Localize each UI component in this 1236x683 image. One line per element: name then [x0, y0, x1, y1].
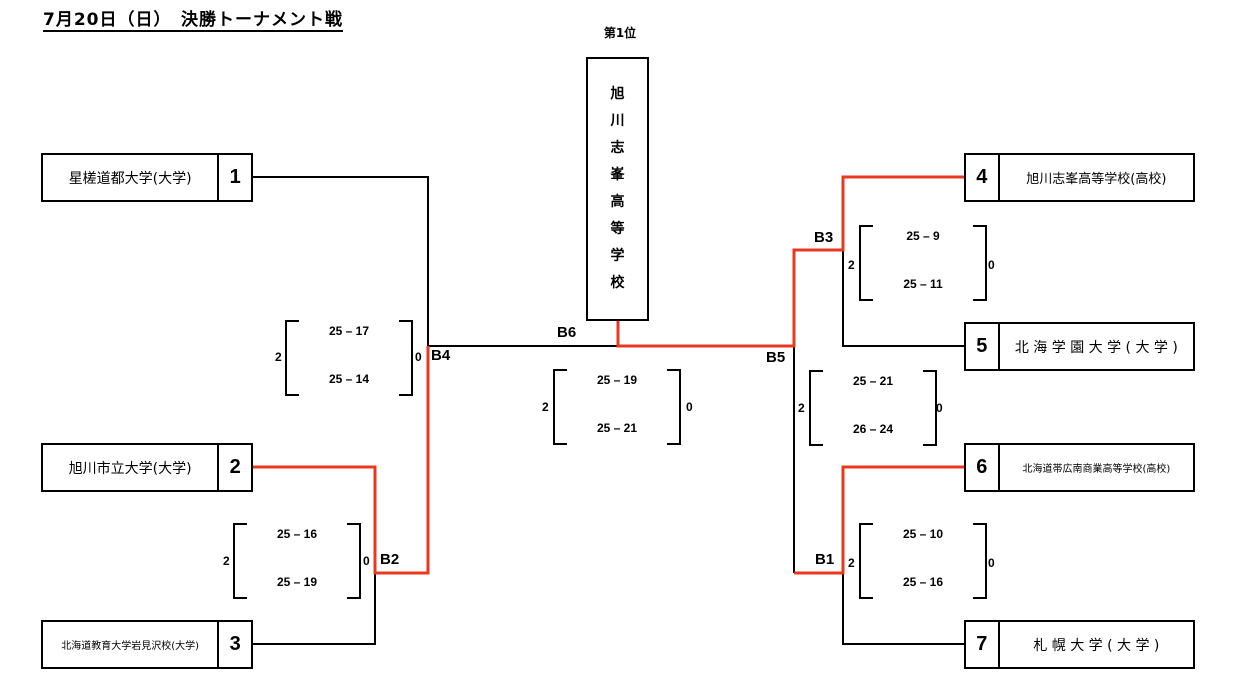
winner-char: 高 — [610, 194, 625, 210]
match-label-b4: B4 — [431, 347, 451, 364]
line-team7 — [842, 573, 964, 645]
sets-won-right: 0 — [415, 350, 422, 364]
team-box-5: 5 北 海 学 園 大 学 ( 大 学 ) — [964, 322, 1195, 371]
sets-won-right: 0 — [988, 258, 995, 272]
set-score: 25 – 11 — [903, 277, 943, 291]
set-score: 25 – 10 — [902, 527, 944, 541]
set-score: 25 – 19 — [276, 575, 318, 589]
set-score: 26 – 24 — [852, 422, 894, 436]
team-name: 北海道帯広南商業高等学校(高校) — [1022, 464, 1171, 475]
team-seed: 2 — [217, 445, 251, 490]
bracket-left — [553, 369, 567, 445]
win-line-b6 — [616, 175, 964, 348]
winner-char: 峯 — [610, 167, 625, 183]
team-box-2: 旭川市立大学(大学) 2 — [41, 443, 253, 492]
set-score: 25 – 14 — [328, 372, 370, 386]
team-name: 北海道教育大学岩見沢校(大学) — [61, 641, 200, 652]
bracket-left — [859, 523, 873, 599]
team-seed: 3 — [217, 622, 251, 667]
bracket-right — [667, 369, 681, 445]
team-seed: 5 — [966, 324, 1000, 369]
team-box-7: 7 札 幌 大 学 ( 大 学 ) — [964, 620, 1195, 669]
set-score: 25 – 21 — [596, 421, 638, 435]
match-label-b5: B5 — [766, 349, 786, 366]
sets-won-right: 0 — [686, 400, 693, 414]
team-name: 旭川市立大学(大学) — [68, 460, 192, 477]
line-team1 — [252, 176, 429, 346]
winner-char: 校 — [610, 275, 625, 291]
score-b5: 25 – 21 26 – 24 — [809, 370, 937, 446]
match-label-b2: B2 — [380, 551, 400, 568]
sets-won-left: 2 — [848, 258, 855, 272]
team-seed: 7 — [966, 622, 1000, 667]
match-label-b3: B3 — [814, 229, 834, 246]
team-box-3: 北海道教育大学岩見沢校(大学) 3 — [41, 620, 253, 669]
winner-char: 等 — [610, 221, 625, 237]
set-score: 25 – 16 — [902, 575, 944, 589]
line-team5 — [842, 250, 964, 347]
sets-won-left: 2 — [275, 350, 282, 364]
line-team3 — [252, 573, 376, 645]
score-b6: 25 – 19 25 – 21 — [553, 369, 681, 445]
winner-char: 学 — [610, 248, 625, 264]
winner-char: 川 — [610, 113, 625, 129]
sets-won-right: 0 — [363, 554, 370, 568]
bracket-left — [809, 370, 823, 446]
team-name: 星槎道都大学(大学) — [68, 170, 192, 187]
page-title: 7月20日（日） 決勝トーナメント戦 — [43, 10, 343, 32]
sets-won-left: 2 — [798, 401, 805, 415]
set-score: 25 – 9 — [906, 229, 940, 243]
team-seed: 6 — [966, 445, 1000, 490]
sets-won-right: 0 — [936, 401, 943, 415]
team-name: 旭川志峯高等学校(高校) — [1026, 172, 1167, 187]
score-b2: 25 – 16 25 – 19 — [233, 523, 361, 599]
bracket-right — [399, 320, 413, 396]
bracket-right — [973, 225, 987, 301]
score-b4: 25 – 17 25 – 14 — [285, 320, 413, 396]
bracket-right — [347, 523, 361, 599]
bracket-right — [973, 523, 987, 599]
team-box-1: 星槎道都大学(大学) 1 — [41, 153, 253, 202]
set-score: 25 – 17 — [328, 324, 370, 338]
team-name: 北 海 学 園 大 学 ( 大 学 ) — [1014, 339, 1178, 356]
winner-char: 旭 — [610, 86, 625, 102]
set-score: 25 – 16 — [276, 527, 318, 541]
team-seed: 1 — [217, 155, 251, 200]
winner-label: 第1位 — [603, 26, 637, 40]
score-b1: 25 – 10 25 – 16 — [859, 523, 987, 599]
set-score: 25 – 21 — [852, 374, 894, 388]
match-label-b6: B6 — [557, 324, 577, 341]
set-score: 25 – 19 — [596, 373, 638, 387]
score-b3: 25 – 9 25 – 11 — [859, 225, 987, 301]
sets-won-left: 2 — [223, 554, 230, 568]
team-name: 札 幌 大 学 ( 大 学 ) — [1033, 637, 1160, 654]
winner-char: 志 — [610, 140, 625, 156]
bracket-right — [923, 370, 937, 446]
bracket-left — [233, 523, 247, 599]
bracket-left — [285, 320, 299, 396]
win-line-team2 — [252, 346, 430, 575]
team-box-6: 6 北海道帯広南商業高等学校(高校) — [964, 443, 1195, 492]
winner-box: 旭 川 志 峯 高 等 学 校 — [586, 57, 649, 321]
team-seed: 4 — [966, 155, 1000, 200]
win-line-team6 — [794, 465, 964, 575]
bracket-left — [859, 225, 873, 301]
team-box-4: 4 旭川志峯高等学校(高校) — [964, 153, 1195, 202]
sets-won-left: 2 — [848, 556, 855, 570]
match-label-b1: B1 — [815, 551, 835, 568]
sets-won-right: 0 — [988, 556, 995, 570]
sets-won-left: 2 — [542, 400, 549, 414]
